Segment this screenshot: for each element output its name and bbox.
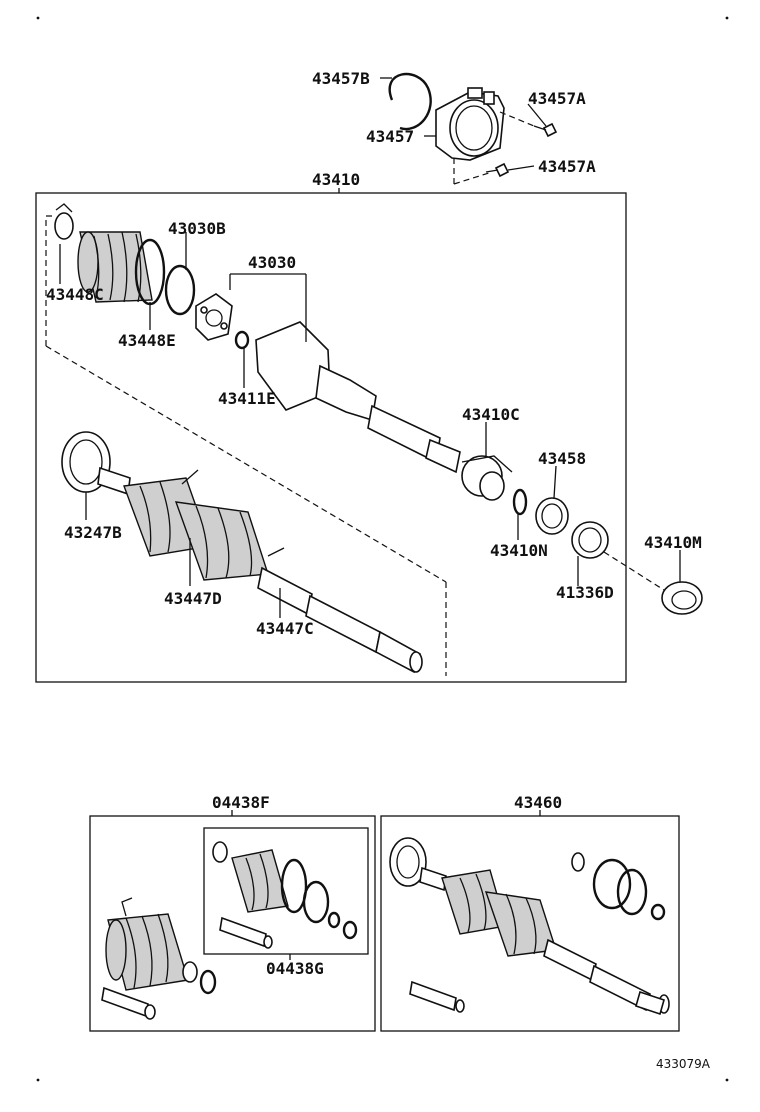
shaft-43447C xyxy=(257,566,423,674)
label-43447D: 43447D xyxy=(164,589,222,608)
drive-shaft-assembly-43460: 43460 xyxy=(380,793,680,1032)
assembly-frame-43460 xyxy=(380,815,680,1032)
seal-43458 xyxy=(535,497,569,535)
clamp-43448C xyxy=(54,203,74,240)
seal-43410M-group: 43410M xyxy=(603,533,703,615)
label-43247B: 43247B xyxy=(64,523,122,542)
label-43410C: 43410C xyxy=(462,405,520,424)
corner-marks xyxy=(36,16,729,1082)
label-43457A-top: 43457A xyxy=(528,89,586,108)
bearing-bracket-group: 43457B 43457A 43457 43457A xyxy=(312,69,596,185)
label-43030B: 43030B xyxy=(168,219,226,238)
label-43460: 43460 xyxy=(514,793,562,812)
kit-frame-04438G xyxy=(203,827,369,955)
drive-shaft-assembly-43410: 43410 xyxy=(35,170,627,683)
label-04438F: 04438F xyxy=(212,793,270,812)
label-43448C: 43448C xyxy=(46,285,104,304)
label-43410: 43410 xyxy=(312,170,360,189)
label-43448E: 43448E xyxy=(118,331,176,350)
label-43457B: 43457B xyxy=(312,69,370,88)
boot-43447D xyxy=(123,469,285,581)
label-43410N: 43410N xyxy=(490,541,548,560)
label-43411E: 43411E xyxy=(218,389,276,408)
snap-ring-43411E xyxy=(234,330,250,350)
label-43410M: 43410M xyxy=(644,533,702,552)
snap-ring-43410N xyxy=(512,488,528,516)
inboard-joint-43247B xyxy=(61,431,131,496)
bolt-43457A-top xyxy=(533,122,558,138)
label-43457: 43457 xyxy=(366,127,414,146)
label-43457A-bottom: 43457A xyxy=(538,157,596,176)
diagram-ref-code: 433079A xyxy=(656,1057,711,1071)
tripod-43030 xyxy=(195,293,233,341)
label-41336D: 41336D xyxy=(556,583,614,602)
boot-kit-04438F: 04438F 04438G xyxy=(89,793,376,1032)
bracket-bore xyxy=(449,99,499,157)
outboard-joint-housing xyxy=(255,321,461,474)
label-04438G: 04438G xyxy=(266,959,324,978)
boot-43448E xyxy=(77,231,153,303)
label-43030: 43030 xyxy=(248,253,296,272)
label-43447C: 43447C xyxy=(256,619,314,638)
bolt-43457A-bottom xyxy=(485,162,510,178)
bearing-43410C xyxy=(461,455,513,501)
assembly-frame xyxy=(35,192,627,683)
snap-ring-43457B xyxy=(388,72,432,131)
seal-41336D xyxy=(571,521,609,559)
label-43458: 43458 xyxy=(538,449,586,468)
